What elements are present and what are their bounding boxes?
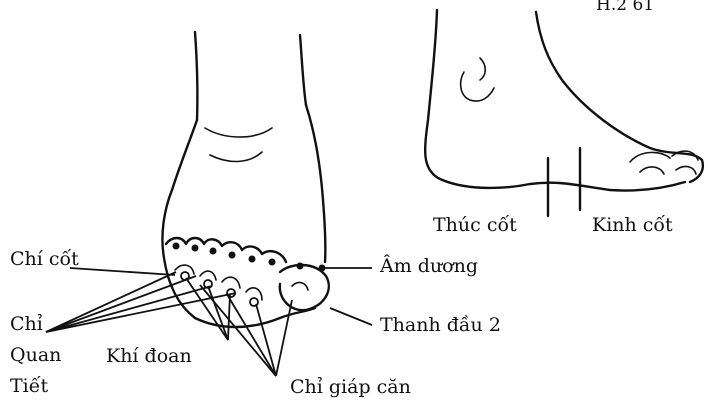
ankle-mark <box>480 58 485 80</box>
ankle-crease-1 <box>205 128 272 137</box>
leader-chi-giap-can-a <box>200 285 276 376</box>
label-chi-1: Chỉ <box>10 313 43 335</box>
foot-front-view <box>46 32 372 376</box>
label-thanh-dau-2: Thanh đầu 2 <box>380 314 501 336</box>
leader-chi-1b <box>46 276 196 332</box>
toe-point-4 <box>229 252 236 259</box>
toe-point-2 <box>192 245 199 252</box>
toe-point-1 <box>173 243 180 250</box>
toe-row <box>166 238 286 262</box>
foot-side-view <box>425 10 703 216</box>
leader-khi-doan-c <box>228 294 230 340</box>
foot-side-top <box>536 12 703 182</box>
big-toe-nail <box>292 283 308 290</box>
leg-left-outline <box>195 32 197 120</box>
instep-left <box>172 120 197 190</box>
label-chi-cot: Chí cốt <box>10 248 79 270</box>
label-chi-giap-can: Chỉ giáp căn <box>290 376 411 398</box>
leader-chi-cot <box>70 268 175 275</box>
label-tiet: Tiết <box>10 375 48 397</box>
label-thuc-cot: Thúc cốt <box>433 214 517 236</box>
leader-khi-doan-b <box>208 286 228 340</box>
ankle-crease-2 <box>210 152 262 161</box>
label-khi-doan: Khí đoan <box>106 345 192 367</box>
leader-chi-1d <box>46 293 236 332</box>
toe-point-5 <box>249 256 256 263</box>
instep-right <box>306 105 325 262</box>
toe-point-3 <box>210 248 217 255</box>
toe-point-6 <box>269 259 276 266</box>
leg-right-outline <box>300 35 306 105</box>
foot-side-outline <box>425 10 685 191</box>
label-quan: Quan <box>10 344 61 366</box>
label-am-duong: Âm dương <box>380 255 478 277</box>
figure-number: H.2 61 <box>596 0 654 16</box>
leader-thanh-dau-2 <box>330 308 372 325</box>
leader-chi-giap-can-b <box>228 296 276 376</box>
big-toe <box>280 265 329 310</box>
label-kinh-cot: Kinh cốt <box>592 214 673 236</box>
leader-chi-giap-can-d <box>276 300 292 376</box>
ankle-bone <box>461 72 494 101</box>
